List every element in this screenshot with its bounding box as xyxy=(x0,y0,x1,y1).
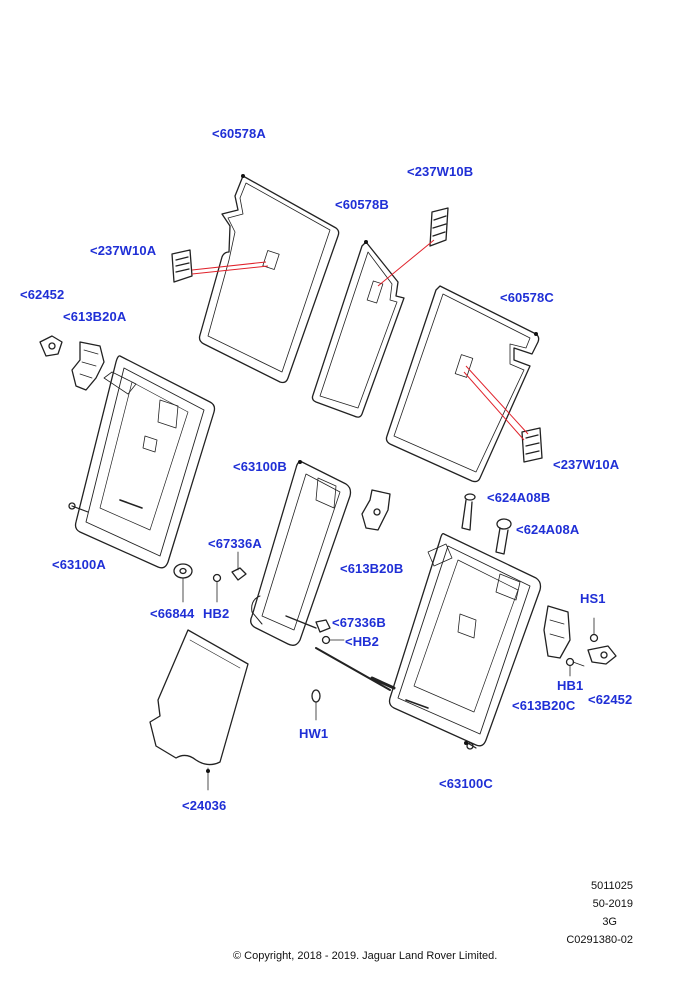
callout-237w10b-top[interactable]: <237W10B xyxy=(407,164,474,179)
callout-63100c[interactable]: <63100C xyxy=(439,776,493,791)
reference-code-2: 50-2019 xyxy=(592,898,633,910)
callout-hw1[interactable]: HW1 xyxy=(299,726,329,741)
callout-hb2-left[interactable]: HB2 xyxy=(203,606,230,621)
callout-613b20b[interactable]: <613B20B xyxy=(340,561,404,576)
copyright-notice: © Copyright, 2018 - 2019. Jaguar Land Ro… xyxy=(233,950,498,962)
seat-frame-63100b xyxy=(250,460,352,646)
clip-237w10a-right xyxy=(521,427,543,463)
seat-pad-60578c xyxy=(385,285,540,483)
bolt-hb2-mid xyxy=(321,635,345,645)
panel-24036 xyxy=(149,629,249,791)
callout-613b20c[interactable]: <613B20C xyxy=(512,698,576,713)
callout-624a08a[interactable]: <624A08A xyxy=(516,522,580,537)
callout-62452-left[interactable]: <62452 xyxy=(20,287,65,302)
callout-624a08b[interactable]: <624A08B xyxy=(487,490,551,505)
recliner-613b20a xyxy=(71,341,105,391)
rod-hw1 xyxy=(311,647,396,721)
callout-60578a-top[interactable]: <60578A xyxy=(212,126,266,141)
reference-code-4: C0291380-02 xyxy=(566,934,633,946)
screw-hs1 xyxy=(589,617,599,643)
callout-63100b[interactable]: <63100B xyxy=(233,459,287,474)
reference-code-3: 3G xyxy=(602,916,617,928)
seat-pad-60578a xyxy=(198,175,340,384)
callout-60578b[interactable]: <60578B xyxy=(335,197,389,212)
bolt-hb1 xyxy=(565,657,585,677)
callout-62452-right[interactable]: <62452 xyxy=(588,692,633,707)
hinge-613b20b xyxy=(361,489,391,531)
bolt-624a08b xyxy=(461,493,476,531)
bracket-62452-right xyxy=(587,645,617,665)
bracket-62452-left xyxy=(39,335,63,357)
callout-66844[interactable]: <66844 xyxy=(150,606,195,621)
callout-63100a[interactable]: <63100A xyxy=(52,557,106,572)
clip-237w10b xyxy=(429,207,449,247)
callout-67336a[interactable]: <67336A xyxy=(208,536,262,551)
callout-hb2-mid[interactable]: <HB2 xyxy=(345,634,379,649)
washer-66844 xyxy=(173,563,193,603)
spring-67336b xyxy=(315,619,331,633)
callout-hb1[interactable]: HB1 xyxy=(557,678,584,693)
clip-237w10a-left xyxy=(171,249,193,283)
seat-pad-60578b xyxy=(311,241,405,418)
callout-67336b[interactable]: <67336B xyxy=(332,615,386,630)
seat-frame-63100a xyxy=(68,355,216,569)
recliner-613b20c xyxy=(543,605,571,659)
callout-613b20a[interactable]: <613B20A xyxy=(63,309,127,324)
callout-237w10a-right[interactable]: <237W10A xyxy=(553,457,620,472)
seat-frame-63100c xyxy=(388,532,542,750)
spring-67336a xyxy=(231,551,247,581)
callout-hs1[interactable]: HS1 xyxy=(580,591,606,606)
callout-60578c[interactable]: <60578C xyxy=(500,290,554,305)
reference-code-1: 5011025 xyxy=(590,880,633,892)
callout-24036[interactable]: <24036 xyxy=(182,798,227,813)
callout-237w10a-left[interactable]: <237W10A xyxy=(90,243,157,258)
bolt-hb2-left xyxy=(212,573,222,603)
bolt-624a08a xyxy=(495,518,512,555)
